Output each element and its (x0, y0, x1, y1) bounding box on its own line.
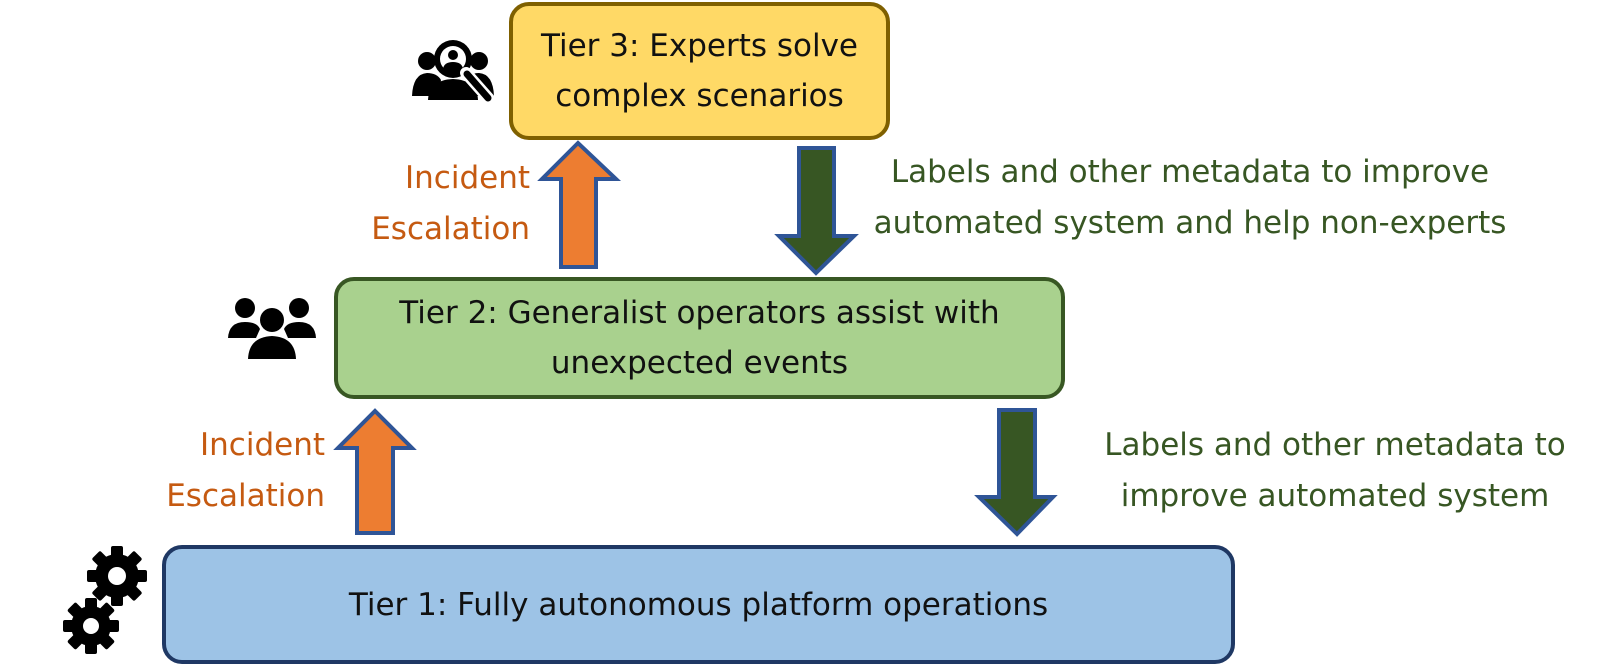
gear-small-icon (63, 598, 119, 654)
tier-3-label: Tier 3: Experts solve complex scenarios (540, 28, 859, 114)
escalation-arrow-bottom (333, 408, 417, 535)
metadata-arrow-top (774, 146, 859, 276)
expert-search-icon (412, 40, 495, 105)
tier-2-box: Tier 2: Generalist operators assist with… (334, 277, 1065, 399)
tier-2-label: Tier 2: Generalist operators assist with… (399, 295, 1000, 381)
metadata-label-top: Labels and other metadata to improve aut… (873, 154, 1507, 241)
people-group-icon (228, 298, 316, 359)
metadata-arrow-bottom (974, 408, 1058, 537)
tier-3-box: Tier 3: Experts solve complex scenarios (509, 2, 890, 140)
escalation-label-bottom: Incident Escalation (166, 427, 325, 514)
tier-1-box: Tier 1: Fully autonomous platform operat… (162, 545, 1235, 664)
tier-1-label: Tier 1: Fully autonomous platform operat… (348, 586, 1049, 623)
metadata-label-bottom: Labels and other metadata to improve aut… (1104, 427, 1566, 514)
gears-icon (63, 546, 147, 654)
escalation-arrow-top (537, 140, 622, 269)
gear-large-icon (87, 546, 147, 606)
escalation-label-top: Incident Escalation (371, 160, 530, 247)
